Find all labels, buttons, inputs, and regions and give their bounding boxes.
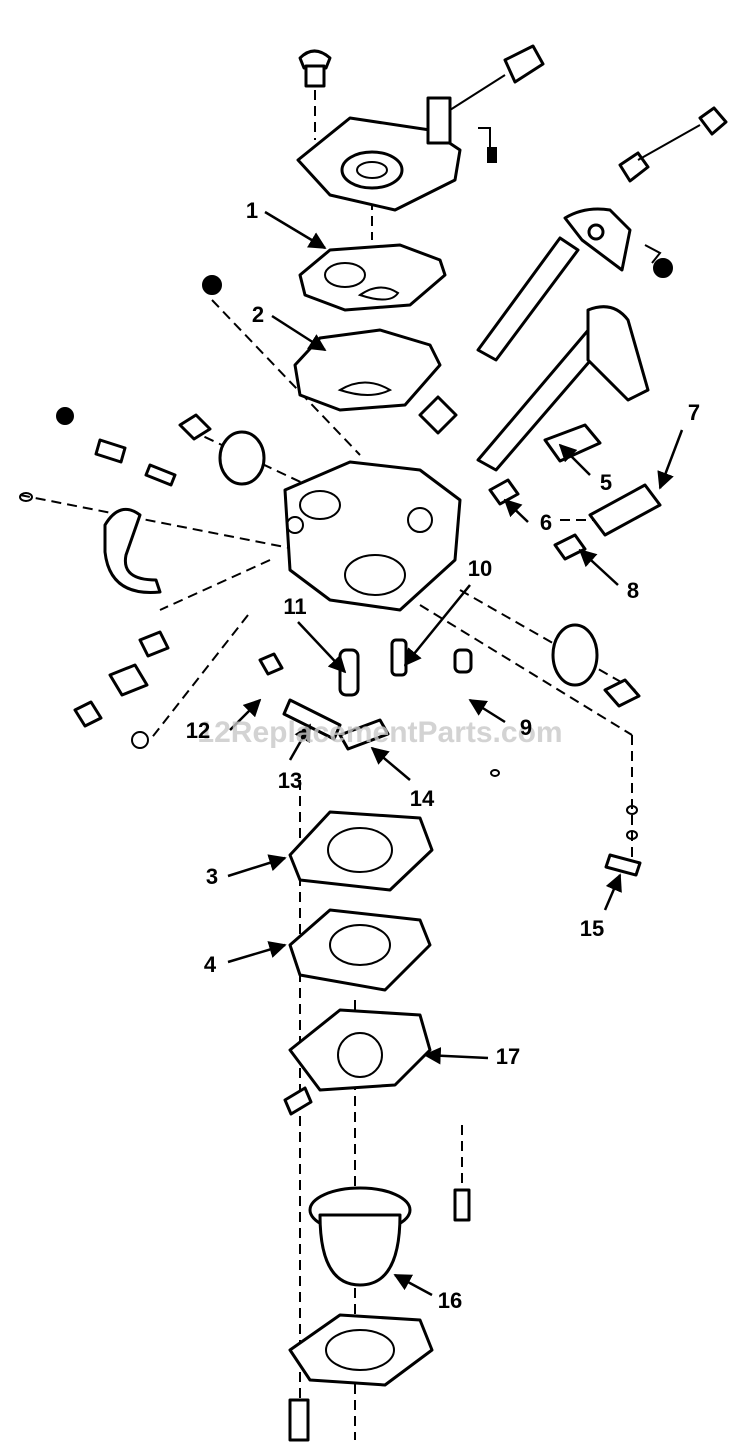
pump-cover-17 xyxy=(283,1008,471,1222)
callout-17: 17 xyxy=(496,1044,520,1069)
callout-1: 1 xyxy=(246,198,258,223)
needle-valve-parts xyxy=(73,623,642,877)
callout-15: 15 xyxy=(580,916,604,941)
callout-8: 8 xyxy=(627,578,639,603)
callout-6: 6 xyxy=(540,510,552,535)
leader-lines xyxy=(227,210,684,1297)
gasket-1 xyxy=(298,243,447,312)
choke-shaft xyxy=(476,305,650,472)
callout-3: 3 xyxy=(206,864,218,889)
callout-11: 11 xyxy=(283,594,306,619)
top-cover-assembly xyxy=(296,44,545,212)
callout-12: 12 xyxy=(186,718,210,743)
small-parts xyxy=(19,275,662,561)
callout-13: 13 xyxy=(278,768,302,793)
callout-10: 10 xyxy=(468,556,492,581)
callout-labels: 1 2 3 4 5 6 7 8 9 10 11 12 13 14 15 16 1… xyxy=(186,198,700,1313)
diaphragm-4 xyxy=(288,908,432,992)
watermark-text: 12ReplacementParts.com xyxy=(197,716,562,749)
fuel-line xyxy=(103,507,162,594)
callout-16: 16 xyxy=(438,1288,462,1313)
callout-2: 2 xyxy=(252,302,264,327)
callout-7: 7 xyxy=(688,400,700,425)
callout-9: 9 xyxy=(520,715,532,740)
base-gasket xyxy=(288,1313,434,1442)
carburetor-body xyxy=(283,460,462,612)
callout-5: 5 xyxy=(600,470,612,495)
callout-4: 4 xyxy=(204,952,217,977)
gasket-3 xyxy=(288,810,434,892)
primer-bulb-16 xyxy=(308,1186,412,1287)
throttle-shaft xyxy=(476,106,728,362)
gasket-2 xyxy=(293,328,442,412)
callout-14: 14 xyxy=(410,786,435,811)
